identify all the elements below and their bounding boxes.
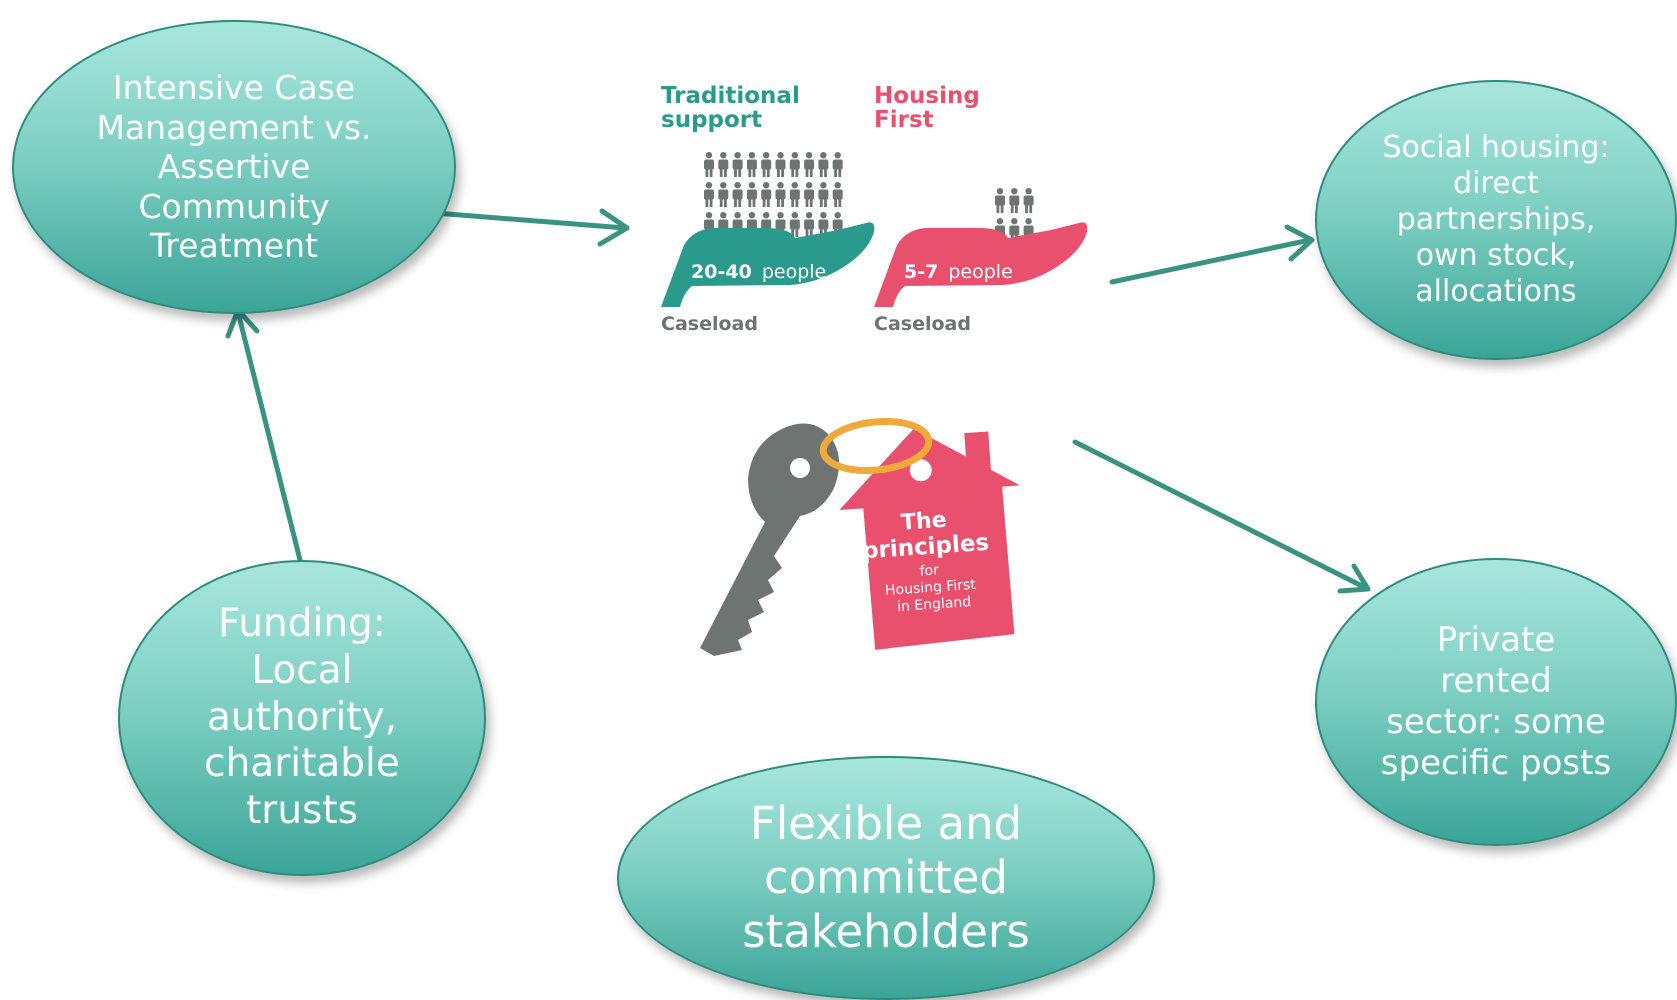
node-social-housing: Social housing: direct partnerships, own… — [1315, 80, 1677, 360]
node-case-management-label: Intensive Case Management vs. Assertive … — [96, 68, 372, 266]
logo-in-england: in England — [897, 594, 972, 615]
node-social-housing-label: Social housing: direct partnerships, own… — [1382, 130, 1610, 309]
svg-text:The principles: The principles for Housing First in Engl… — [859, 504, 998, 617]
node-case-management: Intensive Case Management vs. Assertive … — [12, 20, 456, 314]
node-stakeholders-label: Flexible and committed stakeholders — [742, 797, 1030, 958]
housing-first-caseload-label: Caseload — [874, 313, 971, 335]
traditional-support-title: Traditional support — [661, 83, 800, 134]
traditional-hand-shape — [661, 222, 875, 307]
housing-first-count-text: 5-7 people — [904, 261, 1013, 283]
arrow-to-social-housing — [1109, 224, 1315, 285]
node-funding: Funding: Local authority, charitable tru… — [118, 560, 486, 876]
logo-for: for — [919, 562, 940, 579]
key-icon — [700, 423, 840, 656]
node-private-rented-label: Private rented sector: some specific pos… — [1380, 620, 1612, 783]
node-funding-label: Funding: Local authority, charitable tru… — [204, 601, 400, 834]
arrow-to-private-rented — [1072, 439, 1371, 594]
node-stakeholders: Flexible and committed stakeholders — [617, 756, 1155, 1000]
logo-the: The — [900, 508, 947, 536]
arrow-icm-to-caseload — [432, 208, 630, 247]
traditional-count-text: 20-40 people — [691, 261, 826, 283]
key-ring-icon — [819, 417, 933, 475]
traditional-caseload-label: Caseload — [661, 313, 758, 335]
node-private-rented: Private rented sector: some specific pos… — [1315, 558, 1677, 846]
logo-housing-first: Housing First — [885, 577, 977, 599]
housing-first-title: Housing First — [874, 83, 980, 134]
house-tag-icon: The principles for Housing First in Engl… — [839, 428, 1021, 650]
housing-first-hand-shape — [874, 222, 1088, 307]
